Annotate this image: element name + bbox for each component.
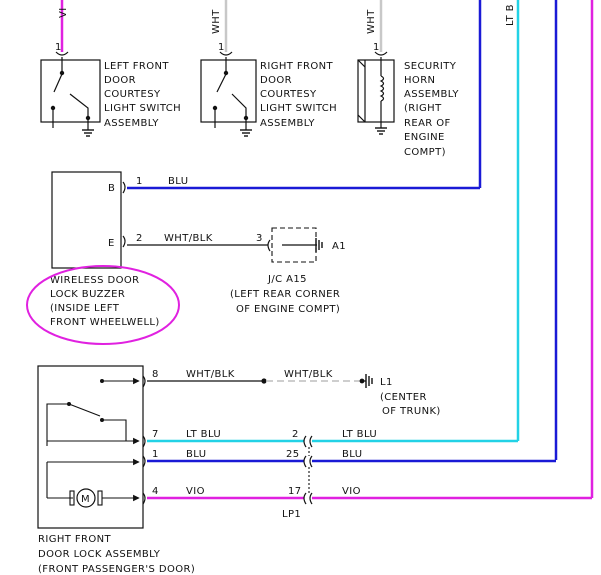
pin-mid-label: 1 bbox=[218, 42, 225, 53]
jc-ground: A1 bbox=[332, 241, 346, 252]
lock-wire-1b: BLU bbox=[342, 449, 362, 460]
horn-label-4: REAR OF bbox=[404, 118, 451, 129]
jc-label-0: J/C A15 bbox=[267, 274, 307, 285]
lock-pin-1: 1 bbox=[152, 449, 159, 460]
horn-label-2: ASSEMBLY bbox=[404, 89, 459, 100]
right-switch-label-0: RIGHT FRONT bbox=[260, 61, 334, 72]
lock-label-2: (FRONT PASSENGER'S DOOR) bbox=[38, 564, 195, 575]
buzzer-label-1: LOCK BUZZER bbox=[50, 289, 125, 300]
lock-wire-1: BLU bbox=[186, 449, 206, 460]
security-horn: SECURITY HORN ASSEMBLY (RIGHT REAR OF EN… bbox=[357, 51, 459, 158]
lock-ground: L1 bbox=[380, 377, 393, 388]
jc-label-2: OF ENGINE COMPT) bbox=[236, 304, 340, 315]
lock-wire-7b: LT BLU bbox=[342, 429, 377, 440]
wht-right-label: WHT bbox=[366, 9, 377, 34]
motor-symbol bbox=[76, 488, 96, 508]
lock-pin-8: 8 bbox=[152, 369, 159, 380]
left-switch-label-1: DOOR bbox=[104, 75, 136, 86]
right-switch-label-4: ASSEMBLY bbox=[260, 118, 315, 129]
right-switch: RIGHT FRONT DOOR COURTESY LIGHT SWITCH A… bbox=[200, 51, 337, 137]
lock-conn-1: 25 bbox=[286, 449, 300, 460]
left-switch: LEFT FRONT DOOR COURTESY LIGHT SWITCH AS… bbox=[40, 51, 181, 137]
left-switch-label-4: ASSEMBLY bbox=[104, 118, 159, 129]
lock-wire-4b: VIO bbox=[342, 486, 361, 497]
horn-label-3: (RIGHT bbox=[404, 103, 442, 114]
lock-conn-4: 17 bbox=[288, 486, 302, 497]
horn-label-6: COMPT) bbox=[404, 147, 446, 158]
right-switch-label-3: LIGHT SWITCH bbox=[260, 103, 337, 114]
ltblu-bus-label: LT B bbox=[505, 4, 516, 26]
lock-ground-label-0: (CENTER bbox=[380, 392, 427, 403]
buzzer-terminal-b: B bbox=[108, 183, 115, 194]
vio-top-label: VI bbox=[58, 7, 69, 18]
lock-label-0: RIGHT FRONT bbox=[38, 534, 112, 545]
buzzer-pin-b: 1 bbox=[136, 176, 143, 187]
lock-label-1: DOOR LOCK ASSEMBLY bbox=[38, 549, 161, 560]
left-switch-label-2: COURTESY bbox=[104, 89, 161, 100]
motor-label: M bbox=[81, 494, 90, 505]
jc-a15: 3 A1 J/C A15 (LEFT REAR CORNER OF ENGINE… bbox=[230, 227, 346, 315]
lock-ground-label-1: OF TRUNK) bbox=[382, 406, 441, 417]
buzzer-highlight-circle bbox=[26, 265, 180, 345]
left-switch-label-3: LIGHT SWITCH bbox=[104, 103, 181, 114]
right-switch-label-1: DOOR bbox=[260, 75, 292, 86]
buzzer-wire-b: BLU bbox=[168, 176, 188, 187]
left-switch-label-0: LEFT FRONT bbox=[104, 61, 169, 72]
wireless-buzzer: B E 1 BLU 2 WHT/BLK WIRELESS DOOR LOCK B… bbox=[26, 171, 480, 345]
jc-label-1: (LEFT REAR CORNER bbox=[230, 289, 340, 300]
lock-pin-4: 4 bbox=[152, 486, 159, 497]
jc-pin: 3 bbox=[256, 233, 263, 244]
buzzer-wire-e: WHT/BLK bbox=[164, 233, 213, 244]
horn-label-5: ENGINE bbox=[404, 132, 445, 143]
horn-label-1: HORN bbox=[404, 75, 435, 86]
lock-connector: LP1 bbox=[282, 509, 301, 520]
pin-right-label: 1 bbox=[373, 42, 380, 53]
lock-conn-7: 2 bbox=[292, 429, 299, 440]
pin-left-label: 1 bbox=[55, 42, 62, 53]
buzzer-label-3: FRONT WHEELWELL) bbox=[50, 317, 160, 328]
lock-wire-4: VIO bbox=[186, 486, 205, 497]
door-lock-assembly: M 8 WHT/BLK WHT/BLK L1 (CENTER OF TRUNK)… bbox=[37, 365, 592, 575]
top-wires: VI 1 WHT 1 WHT 1 LT B bbox=[55, 0, 594, 498]
buzzer-label-2: (INSIDE LEFT bbox=[50, 303, 120, 314]
buzzer-pin-e: 2 bbox=[136, 233, 143, 244]
buzzer-label-0: WIRELESS DOOR bbox=[50, 275, 139, 286]
horn-label-0: SECURITY bbox=[404, 61, 457, 72]
lock-wire-7: LT BLU bbox=[186, 429, 221, 440]
buzzer-terminal-e: E bbox=[108, 238, 115, 249]
wht-mid-label: WHT bbox=[211, 9, 222, 34]
right-switch-label-2: COURTESY bbox=[260, 89, 317, 100]
lock-pin-7: 7 bbox=[152, 429, 159, 440]
lock-wire-8: WHT/BLK bbox=[186, 369, 235, 380]
lock-wire-8b: WHT/BLK bbox=[284, 369, 333, 380]
